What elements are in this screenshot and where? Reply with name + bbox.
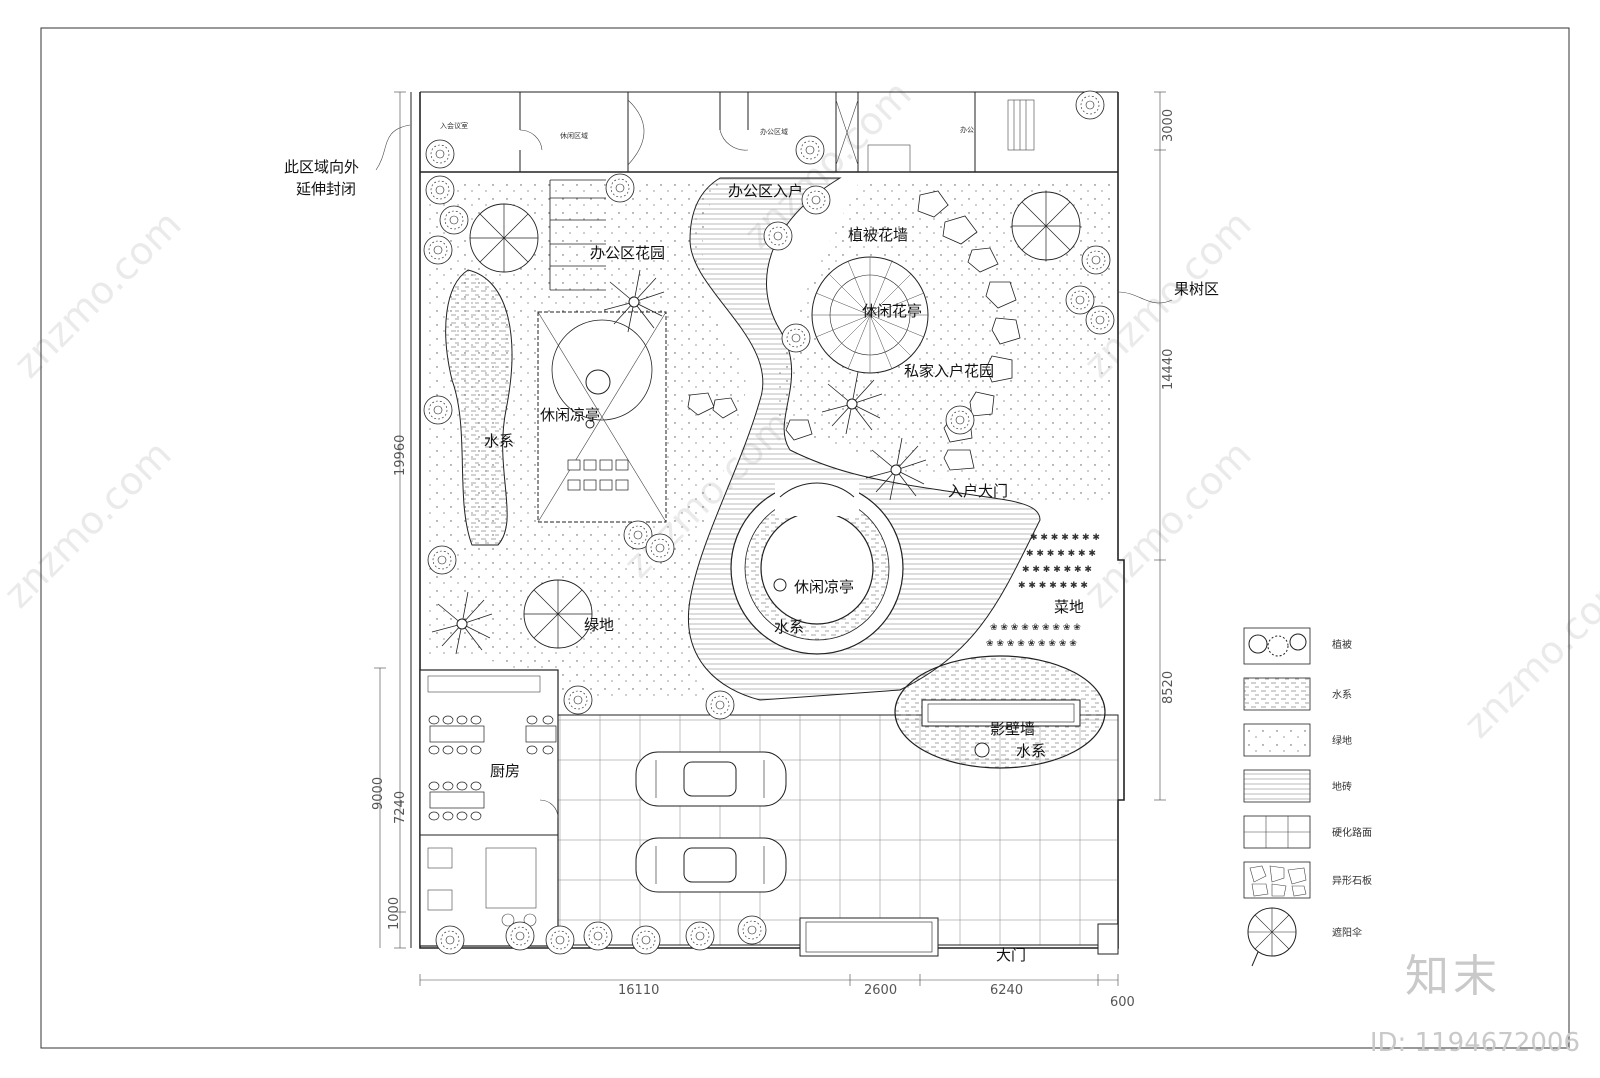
dim-right-lower: 8520 xyxy=(1161,671,1176,704)
svg-text:办公区域: 办公区域 xyxy=(760,127,788,136)
main-gate-label: 大门 xyxy=(996,946,1026,964)
legend-plants-label: 植被 xyxy=(1332,638,1352,651)
screen-wall-label: 影壁墙 xyxy=(990,720,1035,738)
svg-text:办公: 办公 xyxy=(960,125,974,134)
svg-text:入会议室: 入会议室 xyxy=(440,121,468,130)
office-steps xyxy=(549,179,606,291)
extend-note-line2: 延伸封闭 xyxy=(296,180,356,198)
car-1 xyxy=(635,751,787,807)
area-labels: 此区域向外 延伸封闭 果树区 办公区入户 办公区花园 植被花墙 休闲花亭 私家入… xyxy=(284,124,1219,964)
top-building-strip: 入会议室 休闲区域 办公区域 办公 xyxy=(420,90,1118,173)
left-water-label: 水系 xyxy=(484,432,514,450)
legend-plants-swatch xyxy=(1243,627,1311,665)
svg-text:✱ ✱ ✱ ✱ ✱ ✱ ✱: ✱ ✱ ✱ ✱ ✱ ✱ ✱ xyxy=(1030,533,1100,543)
entry-gate-label: 入户大门 xyxy=(948,482,1008,500)
svg-text:✱ ✱ ✱ ✱ ✱ ✱ ✱: ✱ ✱ ✱ ✱ ✱ ✱ ✱ xyxy=(1018,581,1088,591)
dim-left-lower: 9000 xyxy=(371,777,386,810)
car-2 xyxy=(635,837,787,893)
svg-text:❀ ❀ ❀ ❀ ❀ ❀ ❀ ❀ ❀: ❀ ❀ ❀ ❀ ❀ ❀ ❀ ❀ ❀ xyxy=(986,639,1077,649)
dimension-lines: 19960 9000 7240 1000 3000 14440 8520 161… xyxy=(371,91,1176,1010)
legend-green-swatch xyxy=(1243,723,1311,757)
central-round-pavilion xyxy=(730,480,904,655)
legend-water-swatch xyxy=(1243,677,1311,711)
central-pavilion-label: 休闲凉亭 xyxy=(794,578,854,596)
screen-wall-water xyxy=(894,655,1106,769)
legend-water-label: 水系 xyxy=(1332,689,1352,701)
office-pavilion-label: 休闲凉亭 xyxy=(540,406,600,424)
main-gate xyxy=(799,917,1119,957)
flower-pavilion-label: 休闲花亭 xyxy=(862,302,922,320)
brand-watermark: 知末 xyxy=(1405,951,1501,1002)
dim-bottom-1: 16110 xyxy=(618,983,659,998)
vegetable-plot: ✱ ✱ ✱ ✱ ✱ ✱ ✱ ✱ ✱ ✱ ✱ ✱ ✱ ✱ ✱ ✱ ✱ ✱ ✱ ✱ … xyxy=(986,533,1100,649)
dim-right-top: 3000 xyxy=(1161,109,1176,142)
legend-umbrella-swatch xyxy=(1247,907,1297,967)
legend-stone-swatch xyxy=(1243,861,1311,899)
dim-bottom-4: 600 xyxy=(1110,995,1135,1010)
svg-text:znzmo.com: znzmo.com xyxy=(1455,562,1600,746)
flower-pavilion xyxy=(811,256,929,374)
planted-wall-label: 植被花墙 xyxy=(848,226,908,244)
site-boundary xyxy=(410,92,1125,949)
image-id-watermark: ID: 1194672006 xyxy=(1369,1028,1580,1058)
legend-stone-label: 异形石板 xyxy=(1332,874,1372,887)
drawing-frame xyxy=(40,27,1570,1049)
kitchen-label: 厨房 xyxy=(490,762,520,780)
legend-hard-swatch xyxy=(1243,815,1311,849)
legend: 植被 水系 绿地 地砖 硬化路面 异形石板 遮阳伞 xyxy=(1243,627,1372,967)
dim-bottom-2: 2600 xyxy=(864,983,897,998)
svg-text:znzmo.com: znzmo.com xyxy=(5,202,189,386)
svg-text:znzmo.com: znzmo.com xyxy=(0,432,180,616)
svg-text:休闲区域: 休闲区域 xyxy=(560,131,588,140)
dim-left-total: 19960 xyxy=(393,435,408,476)
legend-hard-label: 硬化路面 xyxy=(1332,826,1372,839)
legend-deck-label: 地砖 xyxy=(1332,780,1352,793)
center-water-label: 水系 xyxy=(774,618,804,636)
private-garden-label: 私家入户花园 xyxy=(904,362,994,380)
dim-bottom-3: 6240 xyxy=(990,983,1023,998)
orchard-label: 果树区 xyxy=(1174,280,1219,298)
office-entry-label: 办公区入户 xyxy=(728,182,803,200)
svg-text:❀ ❀ ❀ ❀ ❀ ❀ ❀ ❀ ❀: ❀ ❀ ❀ ❀ ❀ ❀ ❀ ❀ ❀ xyxy=(990,623,1081,633)
legend-umbrella-label: 遮阳伞 xyxy=(1332,926,1362,939)
green-land-label: 绿地 xyxy=(584,616,614,634)
office-garden-label: 办公区花园 xyxy=(590,244,665,262)
svg-text:✱ ✱ ✱ ✱ ✱ ✱ ✱: ✱ ✱ ✱ ✱ ✱ ✱ ✱ xyxy=(1026,549,1096,559)
extend-note-line1: 此区域向外 xyxy=(284,158,359,176)
office-pavilion xyxy=(537,311,667,523)
dim-left-mid: 7240 xyxy=(393,791,408,824)
screen-water-label: 水系 xyxy=(1016,742,1046,760)
legend-green-label: 绿地 xyxy=(1332,734,1352,747)
dim-right-middle: 14440 xyxy=(1161,349,1176,390)
svg-text:✱ ✱ ✱ ✱ ✱ ✱ ✱: ✱ ✱ ✱ ✱ ✱ ✱ ✱ xyxy=(1022,565,1092,575)
legend-deck-swatch xyxy=(1243,769,1311,803)
kitchen-block xyxy=(419,669,559,947)
dim-left-bottom: 1000 xyxy=(387,897,402,930)
vegetable-plot-label: 菜地 xyxy=(1054,598,1084,616)
